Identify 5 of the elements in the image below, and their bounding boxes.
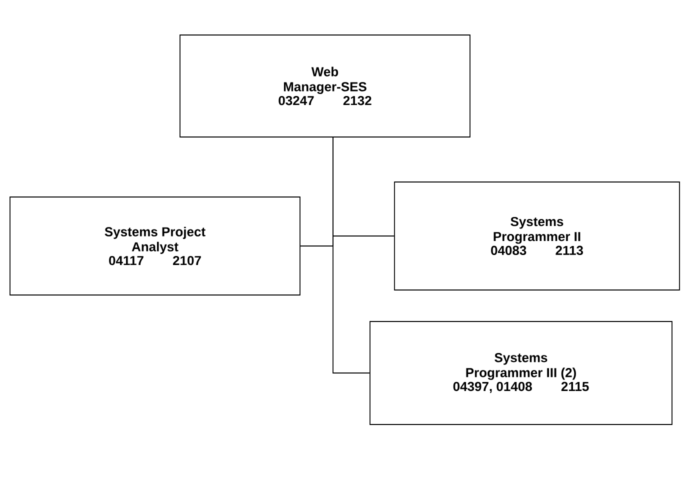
connector-line	[332, 137, 370, 374]
position-box: Web Manager-SES 03247 2132	[180, 34, 470, 138]
position-box: Systems Project Analyst 04117 2107	[10, 196, 300, 296]
position-box: Systems Programmer II 04083 2113	[394, 182, 680, 290]
position-box: Systems Programmer III (2) 04397, 01408 2115	[370, 321, 672, 425]
